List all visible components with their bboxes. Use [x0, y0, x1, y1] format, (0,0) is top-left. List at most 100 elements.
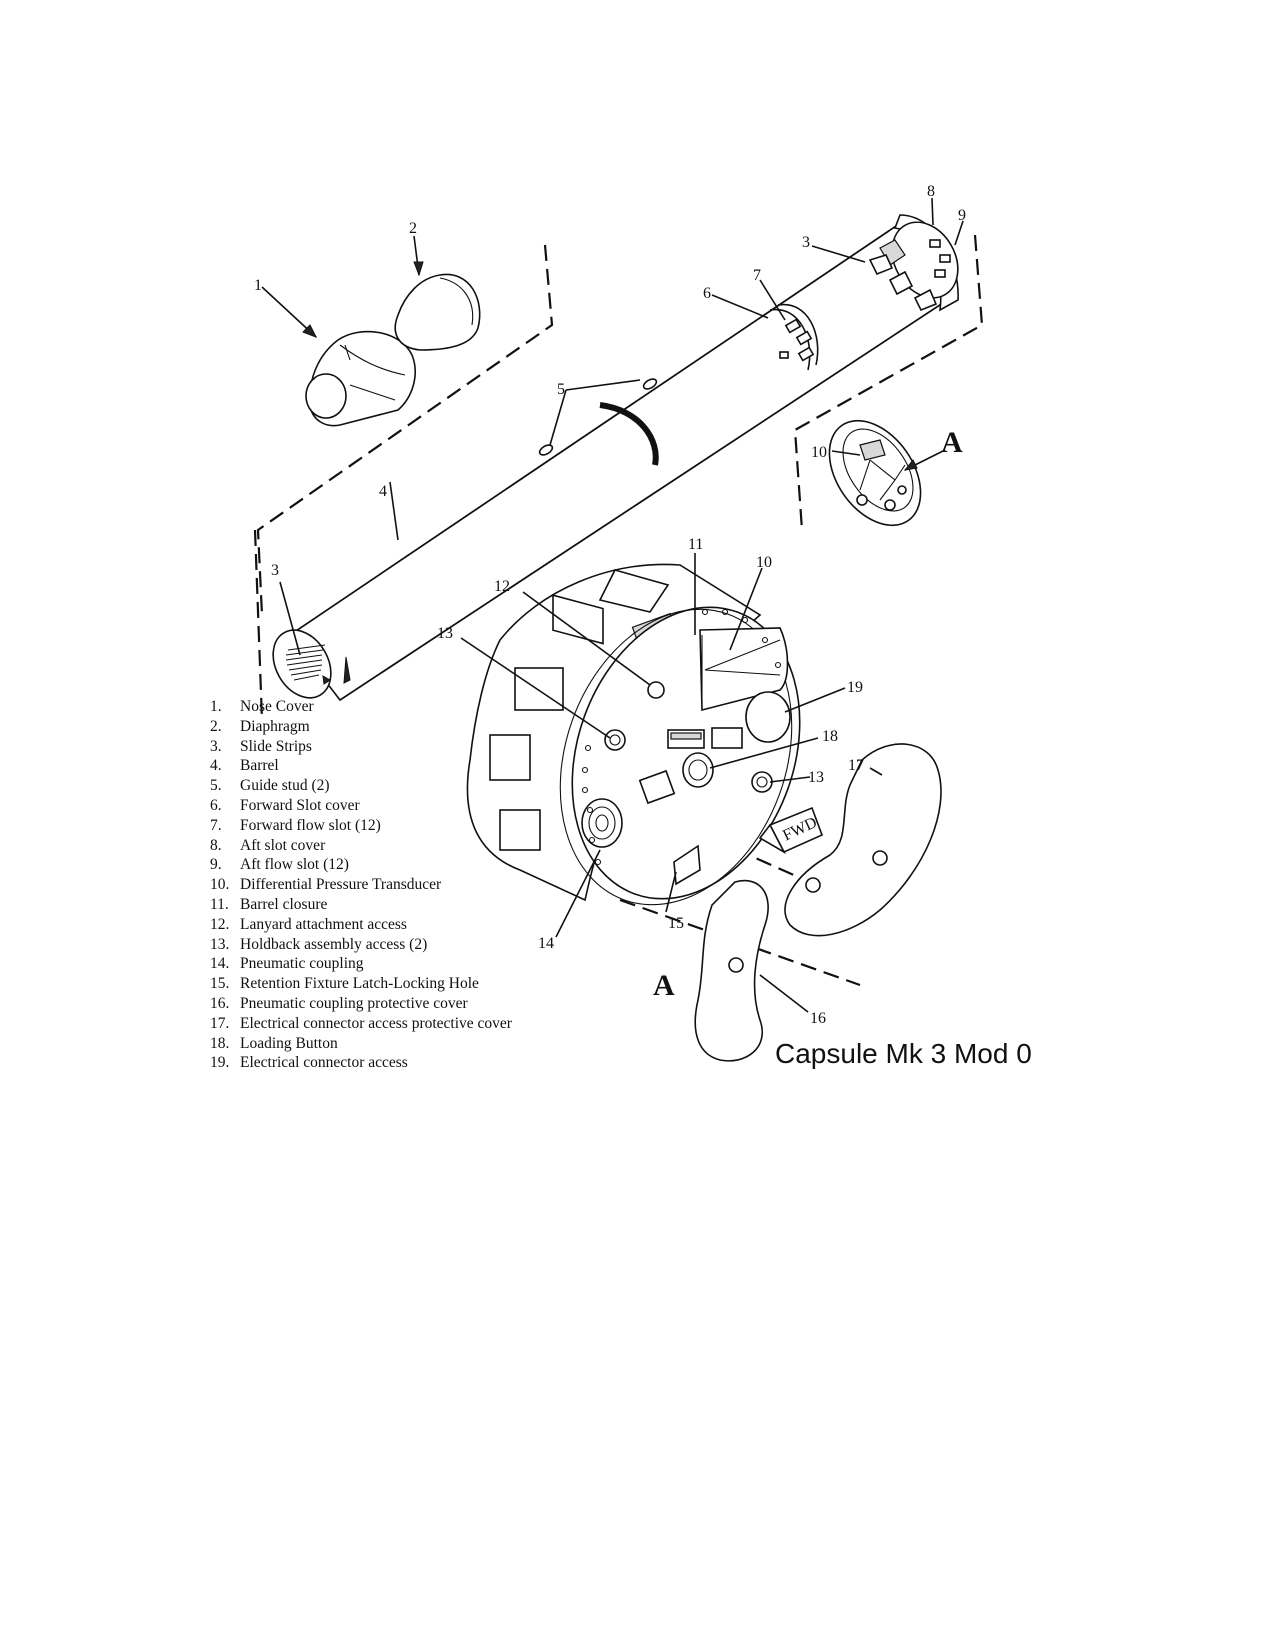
- legend-label: Electrical connector access protective c…: [240, 1014, 512, 1032]
- callout-2: 2: [409, 220, 417, 237]
- legend-item: 15. Retention Fixture Latch-Locking Hole: [210, 974, 590, 994]
- legend-label: Aft slot cover: [240, 836, 326, 854]
- legend-label: Guide stud (2): [240, 777, 330, 795]
- barrel: [272, 214, 959, 702]
- leader-lines: [261, 197, 964, 1013]
- callout-13-right: 13: [808, 769, 824, 786]
- legend-label: Forward flow slot (12): [240, 816, 381, 834]
- transducer-detail-view-a: [828, 419, 922, 527]
- electrical-connector-protective-cover: [784, 743, 942, 937]
- legend-label: Diaphragm: [240, 717, 310, 735]
- callout-9: 9: [958, 207, 966, 224]
- legend-number: 6.: [210, 796, 222, 814]
- legend-item: 4. Barrel: [210, 756, 590, 776]
- callout-18: 18: [822, 728, 838, 745]
- legend-number: 7.: [210, 816, 222, 834]
- legend-item: 13. Holdback assembly access (2): [210, 935, 590, 955]
- legend-number: 17.: [210, 1014, 230, 1032]
- legend-item: 6. Forward Slot cover: [210, 796, 590, 816]
- callout-7: 7: [753, 267, 761, 284]
- callout-11: 11: [688, 536, 703, 553]
- legend-number: 16.: [210, 994, 230, 1012]
- legend-number: 9.: [210, 856, 222, 874]
- legend-item: 18. Loading Button: [210, 1034, 590, 1054]
- callout-15: 15: [668, 915, 684, 932]
- legend-item: 1. Nose Cover: [210, 697, 590, 717]
- legend-label: Holdback assembly access (2): [240, 935, 428, 953]
- callout-17: 17: [848, 757, 864, 774]
- legend-label: Barrel: [240, 757, 279, 775]
- legend-item: 17. Electrical connector access protectiv…: [210, 1014, 590, 1034]
- callout-10-detail: 10: [811, 444, 827, 461]
- legend-item: 9. Aft flow slot (12): [210, 855, 590, 875]
- slide-strips-bottom: [285, 644, 326, 681]
- legend-label: Lanyard attachment access: [240, 915, 407, 933]
- figure-caption: Capsule Mk 3 Mod 0: [775, 1038, 1032, 1069]
- legend-item: 16. Pneumatic coupling protective cover: [210, 994, 590, 1014]
- cover-17-hole: [805, 877, 821, 893]
- legend-item: 7. Forward flow slot (12): [210, 816, 590, 836]
- legend-number: 13.: [210, 935, 230, 953]
- callout-3-top: 3: [802, 234, 810, 251]
- legend-label: Forward Slot cover: [240, 796, 360, 814]
- legend-number: 12.: [210, 915, 230, 933]
- legend-number: 15.: [210, 975, 230, 993]
- barrel-band: [599, 402, 659, 466]
- legend-item: 8. Aft slot cover: [210, 836, 590, 856]
- legend-item: 14.Pneumatic coupling: [210, 954, 590, 974]
- callout-13-left: 13: [437, 625, 453, 642]
- legend-label: Nose Cover: [240, 698, 314, 715]
- legend-item: 11. Barrel closure: [210, 895, 590, 915]
- callout-3-bottom: 3: [271, 562, 279, 579]
- legend-number: 1.: [210, 698, 222, 715]
- legend-number: 4.: [210, 757, 222, 775]
- callout-5: 5: [557, 381, 565, 398]
- barrel-closure-assembly: [466, 563, 801, 906]
- legend-label: Barrel closure: [240, 895, 328, 913]
- legend-item: 10. Differential Pressure Transducer: [210, 875, 590, 895]
- legend-item: 3. Slide Strips: [210, 737, 590, 757]
- diaphragm: [394, 273, 481, 351]
- parts-legend: 1. Nose Cover 2. Diaphragm 3. Slide Strips 4. B…: [210, 697, 590, 1073]
- view-label-a-bottom: A: [653, 969, 675, 1002]
- legend-label: Loading Button: [240, 1034, 338, 1052]
- callouts: 1 2 3 3 4 5 6 7 8 9 10 10 11 12 13 13 14…: [254, 183, 966, 1027]
- rim-fasteners: [581, 608, 782, 866]
- callout-14: 14: [538, 935, 554, 952]
- callout-12: 12: [494, 578, 510, 595]
- callout-1: 1: [254, 277, 262, 294]
- legend-number: 3.: [210, 737, 222, 755]
- nose-cover: [305, 330, 416, 427]
- callout-4: 4: [379, 483, 387, 500]
- legend-number: 11.: [210, 895, 229, 913]
- guide-stud-bottom: [538, 444, 554, 456]
- legend-label: Slide Strips: [240, 737, 312, 755]
- aft-end-assembly: [868, 214, 959, 312]
- legend-number: 14.: [210, 955, 230, 973]
- callout-16: 16: [810, 1010, 826, 1027]
- legend-label: Retention Fixture Latch-Locking Hole: [240, 975, 479, 993]
- cover-16-hole: [728, 957, 744, 973]
- fwd-marker: FWD: [758, 806, 824, 855]
- legend-item: 12. Lanyard attachment access: [210, 915, 590, 935]
- legend-item: 19. Electrical connector access: [210, 1053, 590, 1073]
- legend-number: 18.: [210, 1034, 230, 1052]
- legend-number: 8.: [210, 836, 222, 854]
- legend-number: 10.: [210, 876, 230, 894]
- legend-label: Aft flow slot (12): [240, 856, 349, 874]
- cover-17-hole: [872, 850, 888, 866]
- legend-item: 5.Guide stud (2): [210, 776, 590, 796]
- legend-label: Pneumatic coupling protective cover: [240, 994, 468, 1012]
- guide-stud-top: [642, 378, 658, 390]
- legend-label: Electrical connector access: [240, 1054, 408, 1072]
- callout-10-main: 10: [756, 554, 772, 571]
- legend-number: 19.: [210, 1054, 230, 1072]
- view-label-a-top: A: [941, 426, 963, 459]
- callout-19: 19: [847, 679, 863, 696]
- legend-number: 2.: [210, 717, 222, 735]
- callout-8: 8: [927, 183, 935, 200]
- legend-item: 2. Diaphragm: [210, 717, 590, 737]
- callout-6: 6: [703, 285, 711, 302]
- legend-label: Differential Pressure Transducer: [240, 876, 442, 894]
